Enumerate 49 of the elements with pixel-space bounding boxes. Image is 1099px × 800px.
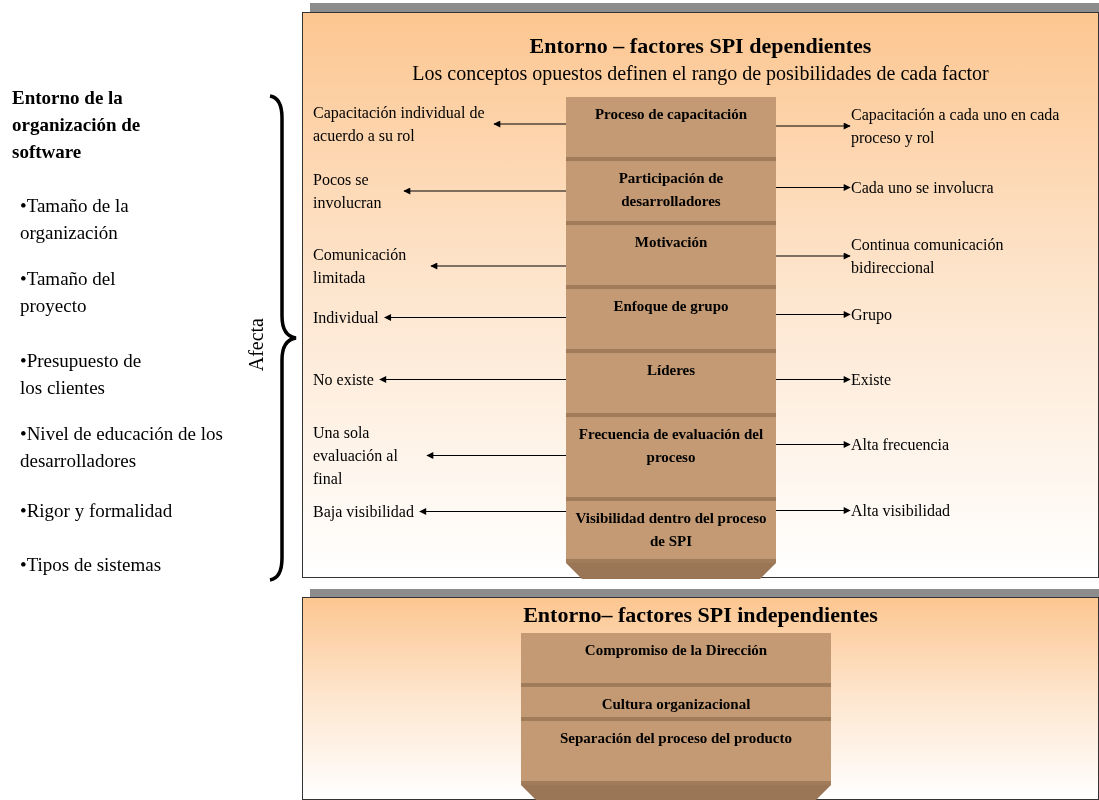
environment-panel <box>302 12 1099 578</box>
factor-extreme-text: Comunicación limitada <box>313 243 425 289</box>
arrow <box>493 120 567 128</box>
factor-extreme-text: Individual <box>313 306 379 329</box>
bullet-item: •Tamaño del proyecto <box>20 267 117 318</box>
factor-block: Proceso de capacitación <box>566 97 776 161</box>
arrow <box>426 452 567 459</box>
factor-block: Motivación <box>566 225 776 289</box>
factor-extreme-text: Capacitación individual de acuerdo a su rol <box>313 101 488 147</box>
factor-extreme-text: Grupo <box>851 303 892 326</box>
factor-extreme-text: Continua comunicación bidireccional <box>851 233 1046 279</box>
bullet-item: •Nivel de educación de los desarrolladores <box>20 422 224 473</box>
factor-block: Participación de desarrolladores <box>566 161 776 225</box>
bullet-item: •Presupuesto de los clientes <box>20 349 143 400</box>
factor-extreme-text: Una sola evaluación al final <box>313 421 421 490</box>
arrow <box>775 507 851 514</box>
factor-block: Frecuencia de evaluación del proceso <box>566 417 776 501</box>
arrow <box>775 184 851 191</box>
bullet-item: •Rigor y formalidad <box>20 499 174 523</box>
factor-extreme-text: Baja visibilidad <box>313 500 414 523</box>
factor-block: Enfoque de grupo <box>566 289 776 353</box>
factor-block: Cultura organizacional <box>521 687 831 721</box>
arrow <box>775 252 851 260</box>
factor-extreme-text: Existe <box>851 368 891 391</box>
arrow <box>419 508 567 515</box>
arrow <box>403 187 567 195</box>
arrow <box>430 262 567 270</box>
factor-extreme-text: Alta frecuencia <box>851 433 950 456</box>
factor-block: Líderes <box>566 353 776 417</box>
section-heading: Entorno de la organización de software <box>12 86 142 164</box>
environment-panel <box>302 597 1099 800</box>
panel-subtitle: Los conceptos opuestos definen el rango de posibilidades de cada factor <box>411 61 990 85</box>
panel-title: Entorno– factores SPI independientes <box>522 602 879 628</box>
vertical-label: Afecta <box>244 318 268 372</box>
arrow <box>775 311 851 318</box>
arrow <box>379 376 567 383</box>
arrow <box>775 376 851 383</box>
factor-block: Compromiso de la Dirección <box>521 633 831 687</box>
arrow <box>775 122 851 130</box>
factor-extreme-text: Alta visibilidad <box>851 499 951 522</box>
bullet-item: •Tipos de sistemas <box>20 553 163 577</box>
factor-extreme-text: No existe <box>313 368 374 391</box>
bullet-item: •Tamaño de la organización <box>20 194 130 245</box>
factor-extreme-text: Cada uno se involucra <box>851 176 994 199</box>
arrow <box>775 441 851 448</box>
factor-extreme-text: Capacitación a cada uno en cada proceso y rol <box>851 103 1066 149</box>
factor-extreme-text: Pocos se involucran <box>313 168 398 214</box>
panel-title: Entorno – factores SPI dependientes <box>528 33 873 59</box>
arrow <box>384 314 567 321</box>
